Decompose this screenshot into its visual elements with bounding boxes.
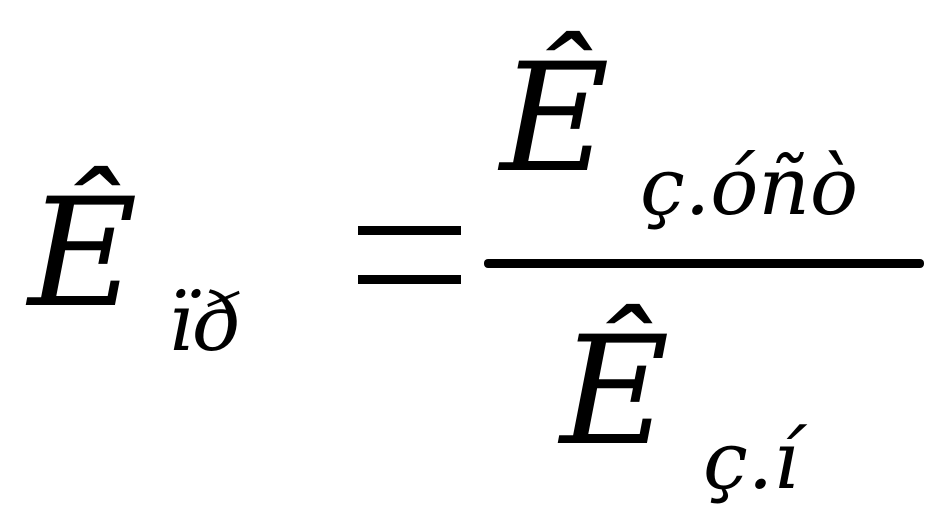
- lhs-subscript: ïð: [168, 276, 242, 369]
- fraction-bar: [484, 259, 924, 268]
- equals-sign-bottom-bar: [358, 275, 461, 284]
- numerator: Ê ç.óñò: [497, 31, 858, 233]
- numerator-subscript: ç.óñò: [640, 140, 858, 233]
- denominator-subscript: ç.í: [703, 414, 808, 507]
- equals-sign-top-bar: [358, 226, 461, 235]
- lhs-term: Ê ïð: [25, 166, 242, 369]
- numerator-symbol: Ê: [497, 31, 610, 206]
- lhs-symbol: Ê: [25, 166, 138, 341]
- denominator-symbol: Ê: [557, 304, 670, 479]
- denominator: Ê ç.í: [557, 304, 808, 507]
